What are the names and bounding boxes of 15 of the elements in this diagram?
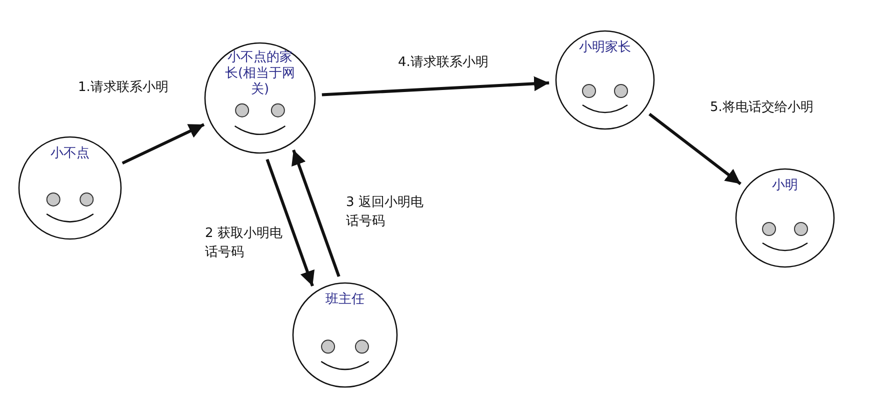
arrow	[122, 123, 205, 165]
smiley-face	[204, 42, 316, 154]
name-label: 班主任	[324, 292, 366, 308]
name-label: 小不点	[49, 146, 90, 162]
arrow	[322, 76, 550, 96]
smiley-face	[735, 168, 835, 268]
arrow	[648, 112, 742, 186]
smiley-face	[18, 136, 122, 240]
name-label: 小不点的家长(相当于网关)	[224, 50, 296, 98]
smiley-face	[292, 282, 398, 388]
smiley-face	[555, 30, 655, 130]
name-label: 小明家长	[578, 40, 632, 56]
name-label: 小明	[771, 178, 799, 194]
arrow	[292, 149, 340, 278]
arrow	[266, 158, 315, 286]
